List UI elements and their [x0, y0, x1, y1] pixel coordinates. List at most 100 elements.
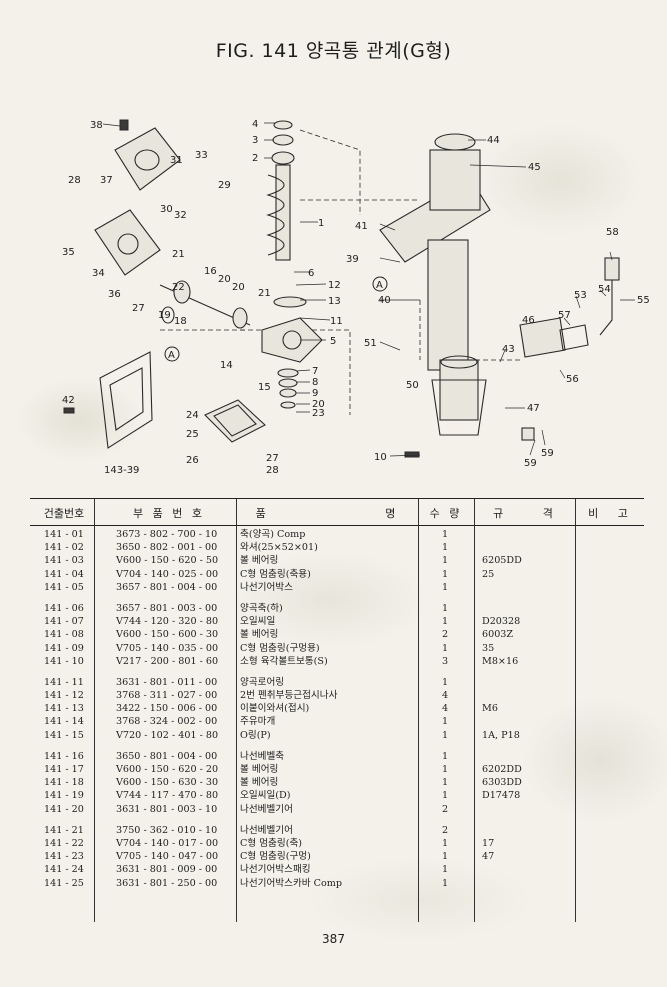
callout-20a: 20	[232, 282, 245, 293]
callout-34: 32	[174, 210, 187, 221]
header-part-name: 품 명	[255, 507, 399, 520]
callout-30: 28	[68, 175, 81, 186]
col-divider-5	[575, 498, 576, 922]
callout-26: 28	[266, 465, 279, 476]
callout-1: 1	[318, 218, 324, 229]
header-part-number: 부 품 번 호	[133, 507, 205, 520]
col-divider-4	[474, 498, 475, 922]
header-note: 비 고	[588, 507, 631, 520]
callout-22: 23	[312, 408, 325, 419]
svg-text:A: A	[168, 350, 175, 361]
callout-37: 35	[62, 247, 75, 258]
support-bracket-part	[99, 351, 153, 449]
callout-2: 2	[252, 153, 258, 164]
callout-28: 26	[186, 455, 199, 466]
callout-20b: 20	[312, 399, 325, 410]
callout-10: 10	[374, 452, 387, 463]
callout-53: 51	[364, 338, 377, 349]
header-qty: 수 량	[429, 507, 463, 520]
callout-60: 59	[524, 458, 537, 469]
callout-51: 47	[527, 403, 540, 414]
callout-4: 4	[252, 119, 258, 130]
callout-9: 9	[312, 388, 318, 399]
callout-15: 15	[258, 382, 271, 393]
callout-12: 12	[328, 280, 341, 291]
callout-5: 5	[330, 336, 336, 347]
callout-11: 11	[330, 316, 343, 327]
marker-a-lower: A	[164, 346, 180, 362]
callout-54: 53	[574, 290, 587, 301]
callout-41: 39	[346, 254, 359, 265]
callout-18: 18	[174, 316, 187, 327]
col-divider-3	[418, 498, 419, 922]
callout-24b: 24	[186, 410, 199, 421]
svg-text:A: A	[376, 280, 383, 291]
callout-21a: 20	[218, 274, 231, 285]
callout-46: 44	[487, 135, 500, 146]
callout-58: 57	[558, 310, 571, 321]
spiral-gearbox-part	[261, 296, 323, 363]
callout-40: 38	[90, 120, 103, 131]
gasket-plate-part	[94, 209, 161, 276]
callout-21b: 21	[258, 288, 271, 299]
clamp-60-part	[521, 427, 535, 441]
callout-32: 30	[160, 204, 173, 215]
callout-3: 3	[252, 135, 258, 146]
callout-47: 45	[528, 162, 541, 173]
callout-27: 27	[266, 453, 279, 464]
gearbox-cover-plate-part	[204, 399, 266, 443]
auger-housing-part	[379, 133, 491, 436]
bevel-shaft-part	[159, 280, 251, 329]
spout-part	[519, 257, 620, 358]
figure-title: FIG. 141 양곡통 관계(G형)	[215, 40, 452, 62]
bolt-10-part	[404, 451, 420, 458]
callout-56: 55	[637, 295, 650, 306]
callout-43: 41	[355, 221, 368, 232]
callout-8: 8	[312, 377, 318, 388]
callout-57: 56	[566, 374, 579, 385]
callout-31: 29	[218, 180, 231, 191]
lower-rings-part	[277, 368, 299, 409]
callout-52: 50	[406, 380, 419, 391]
parts-table-header: 건출번호 부 품 번 호 품 명 수 량 규 격 비 고	[30, 498, 644, 526]
callout-29: 27	[132, 303, 145, 314]
callout-14: 14	[220, 360, 233, 371]
header-spec: 규 격	[493, 507, 556, 520]
callout-35: 33	[195, 150, 208, 161]
callout-45: 43	[502, 344, 515, 355]
marker-a-upper: A	[372, 276, 388, 292]
callout-143-39: 143-39	[104, 465, 139, 476]
callout-33: 31	[170, 155, 183, 166]
callout-16: 16	[204, 266, 217, 277]
callout-61: 59	[541, 448, 554, 459]
auger-shaft-part	[266, 120, 295, 261]
header-no: 건출번호	[43, 507, 85, 520]
callout-13: 13	[328, 296, 341, 307]
page-number: 387	[322, 932, 345, 946]
callout-39: 37	[100, 175, 113, 186]
callout-24: 22	[172, 282, 185, 293]
